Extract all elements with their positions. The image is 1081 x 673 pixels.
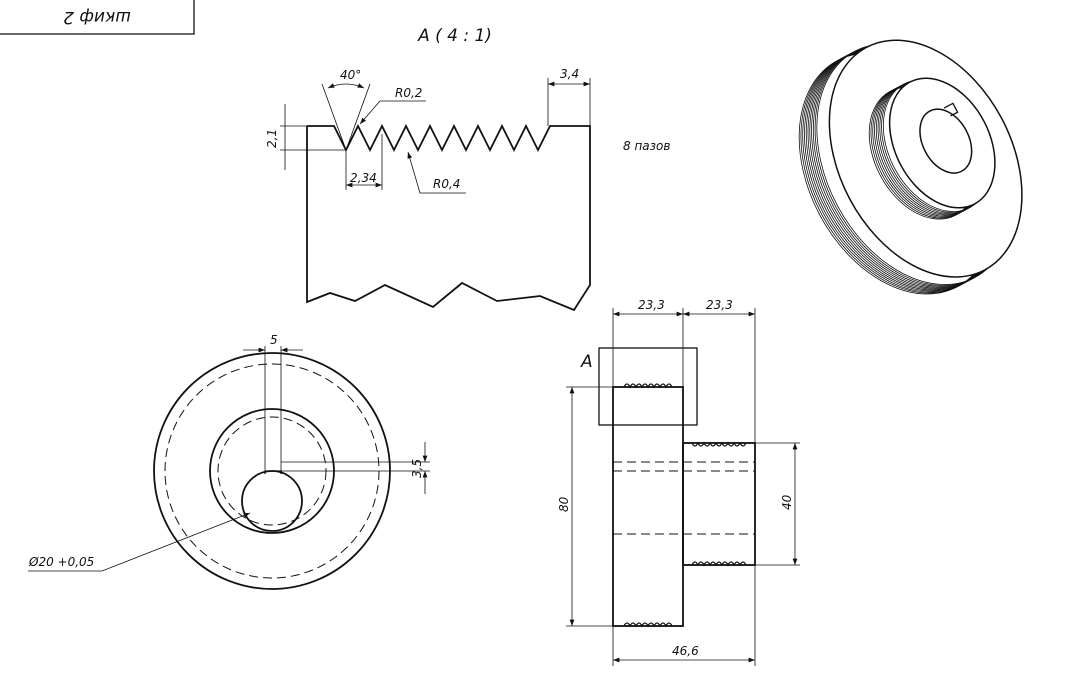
detail-grooves-note: 8 пазов: [623, 139, 670, 153]
section-label-a: А: [580, 352, 593, 372]
detail-pitch-label: 2,34: [350, 171, 377, 185]
side-hub-grooves-top: [691, 441, 747, 447]
bore-label: Ø20 +0,05: [28, 555, 94, 569]
detail-radius-top: R0,2: [395, 86, 422, 100]
section-frame-a: [598, 347, 698, 426]
side-grooves-bottom: [623, 622, 673, 628]
side-hub: [682, 442, 756, 566]
detail-view: А ( 4 : 1) 40° R0,2 2,1 2,34 R0,4 3,4 8 …: [265, 26, 670, 312]
detail-body-outline: [306, 125, 591, 312]
outer-dia-label: 80: [557, 496, 571, 512]
title-block-text: шкиф 2: [63, 7, 131, 27]
detail-depth-label: 2,1: [265, 129, 279, 148]
detail-angle-label: 40°: [340, 68, 361, 82]
total-width-label: 46,6: [672, 644, 699, 658]
isometric-view: [798, 39, 1023, 295]
detail-view-title: А ( 4 : 1): [417, 26, 492, 46]
title-block: шкиф 2: [0, 0, 195, 35]
detail-groove-profile: [307, 123, 565, 153]
bore-circle: [241, 470, 303, 532]
front-view: 5 3,5 Ø20 +0,05: [28, 333, 430, 590]
side-disk: [612, 386, 684, 627]
key-width-label: 5: [270, 333, 278, 347]
detail-radius-bottom: R0,4: [433, 177, 460, 191]
hub-dia-label: 40: [780, 494, 794, 510]
side-view: А 23,3 23,3 80 40 46,6: [557, 298, 800, 666]
detail-edge-label: 3,4: [560, 67, 579, 81]
width-2-label: 23,3: [706, 298, 733, 312]
key-depth-label: 3,5: [410, 459, 424, 478]
width-1-label: 23,3: [638, 298, 665, 312]
side-hub-grooves-bottom: [691, 561, 747, 567]
side-grooves-top: [623, 383, 673, 389]
